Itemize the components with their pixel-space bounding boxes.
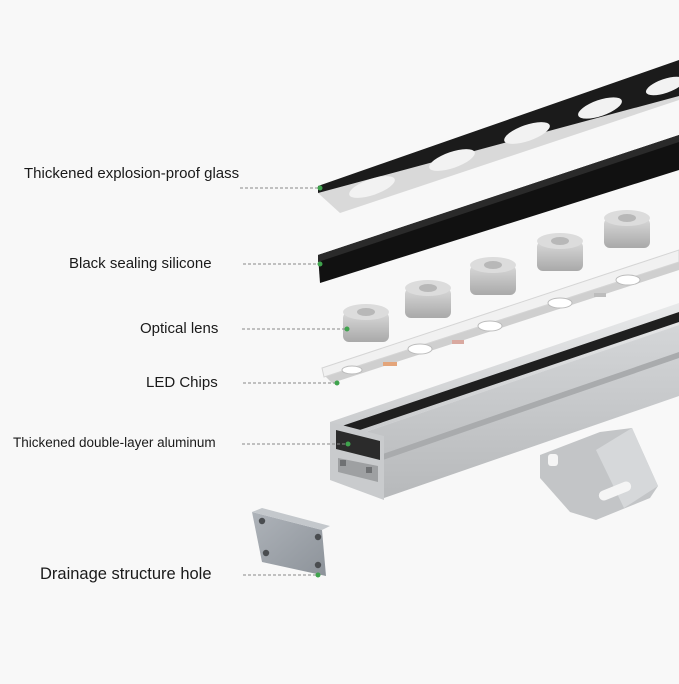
leader-dot-glass <box>317 185 323 191</box>
label-led-chips: LED Chips <box>146 374 218 391</box>
aluminum-profile <box>330 303 679 520</box>
led-strip <box>321 249 679 383</box>
leader-dot-lens <box>344 326 350 332</box>
optical-lenses <box>343 210 650 342</box>
leader-dots <box>315 185 351 578</box>
silicone-strip <box>318 135 679 283</box>
leader-dot-aluminum <box>345 441 351 447</box>
leader-dot-chips <box>334 380 340 386</box>
label-drainage-hole: Drainage structure hole <box>40 565 212 583</box>
label-sealing-silicone: Black sealing silicone <box>69 255 212 272</box>
leader-lines <box>240 187 347 576</box>
label-explosion-proof-glass: Thickened explosion-proof glass <box>24 165 240 182</box>
glass-panel <box>318 60 679 213</box>
leader-dot-silicone <box>317 261 323 267</box>
leader-dot-drainage <box>315 572 321 578</box>
label-optical-lens: Optical lens <box>140 320 219 337</box>
label-aluminum: Thickened double-layer aluminum <box>13 435 216 450</box>
end-cap <box>252 508 330 576</box>
